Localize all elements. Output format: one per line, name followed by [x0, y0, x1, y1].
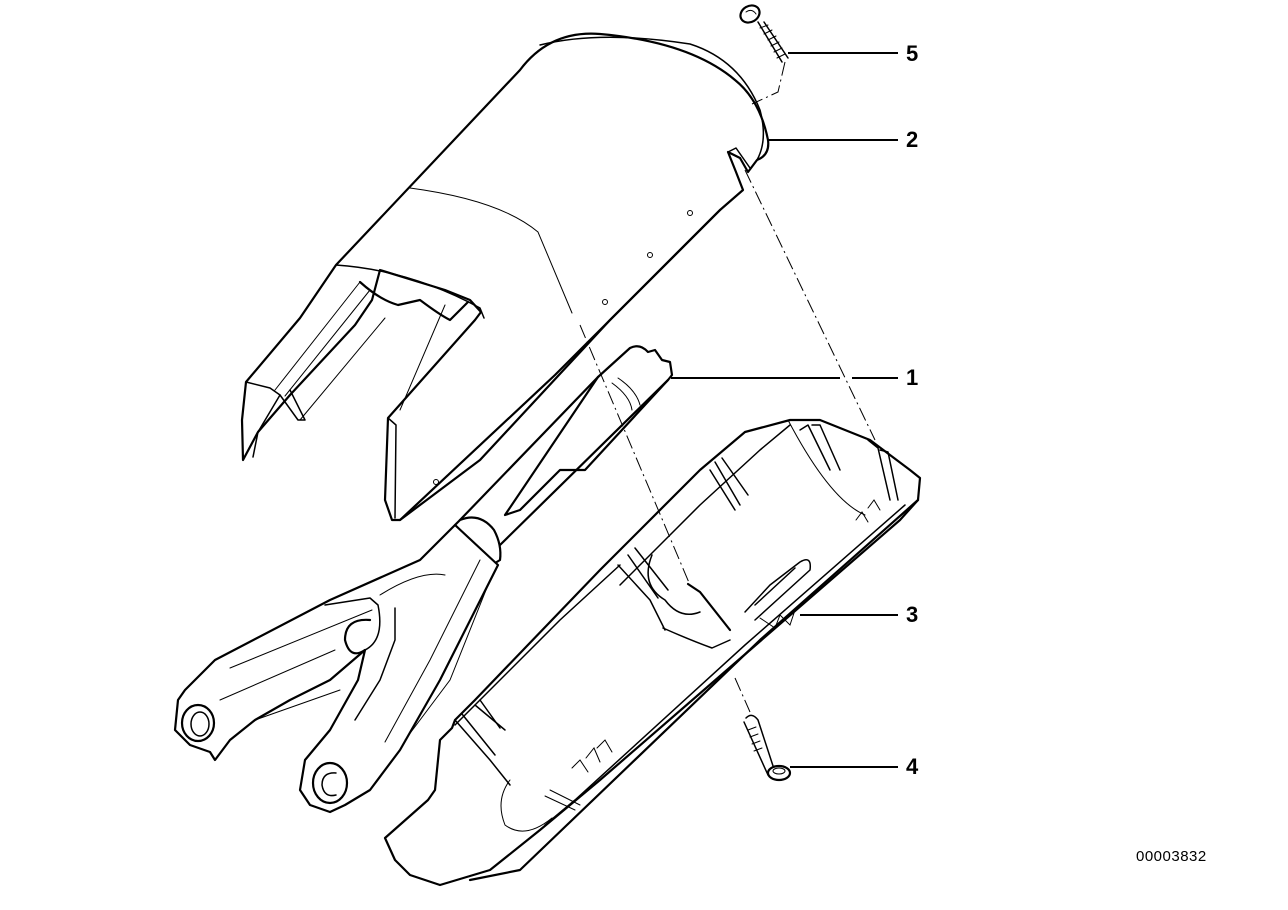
- callout-2: 2: [906, 127, 919, 152]
- assembly-center-lines: [579, 61, 876, 713]
- part-2-upper-cover: [240, 32, 770, 522]
- callout-5: 5: [906, 41, 919, 66]
- leader-lines: [671, 52, 898, 768]
- part-1-column-tube: [173, 345, 674, 814]
- callout-3: 3: [906, 602, 919, 627]
- drawing-number: 00003832: [1136, 848, 1207, 865]
- callout-4: 4: [906, 754, 919, 779]
- part-4-lower-screw: [743, 714, 792, 782]
- part-3-lower-cover: [383, 418, 922, 887]
- callout-1: 1: [906, 365, 919, 390]
- part-5-upper-screw: [739, 4, 789, 63]
